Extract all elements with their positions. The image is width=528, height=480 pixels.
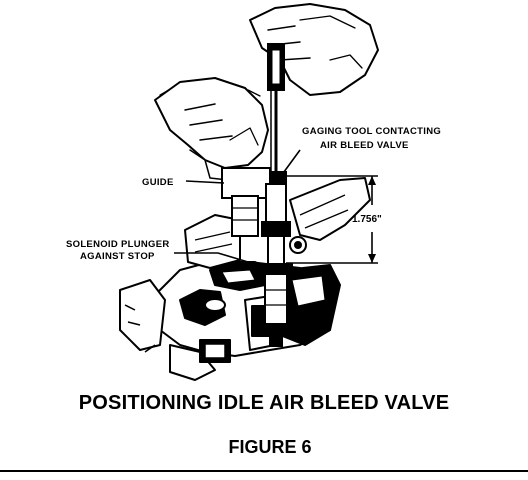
solenoid-leader bbox=[174, 252, 249, 263]
bottom-rule bbox=[0, 470, 528, 472]
callout-leaders bbox=[174, 149, 301, 263]
lower-hand bbox=[154, 77, 269, 181]
dimension-label: 1.756" bbox=[352, 214, 382, 225]
gaging-tool-label-line1: GAGING TOOL CONTACTING bbox=[302, 126, 441, 137]
gaging-tool bbox=[265, 43, 287, 185]
solenoid-label-line2: AGAINST STOP bbox=[80, 251, 155, 262]
upper-hand bbox=[249, 3, 379, 96]
figure-title: POSITIONING IDLE AIR BLEED VALVE bbox=[78, 392, 450, 414]
dimension-marker bbox=[286, 175, 378, 264]
gaging-tool-leader bbox=[280, 149, 301, 177]
figure-number: FIGURE 6 bbox=[228, 437, 312, 457]
guide-label: GUIDE bbox=[142, 177, 174, 188]
guide-leader bbox=[185, 180, 225, 184]
throttle-bracket bbox=[274, 177, 371, 346]
gaging-tool-label-line2: AIR BLEED VALVE bbox=[320, 140, 409, 151]
solenoid-label-line1: SOLENOID PLUNGER bbox=[66, 239, 170, 250]
air-bleed-valve-column bbox=[257, 183, 293, 347]
